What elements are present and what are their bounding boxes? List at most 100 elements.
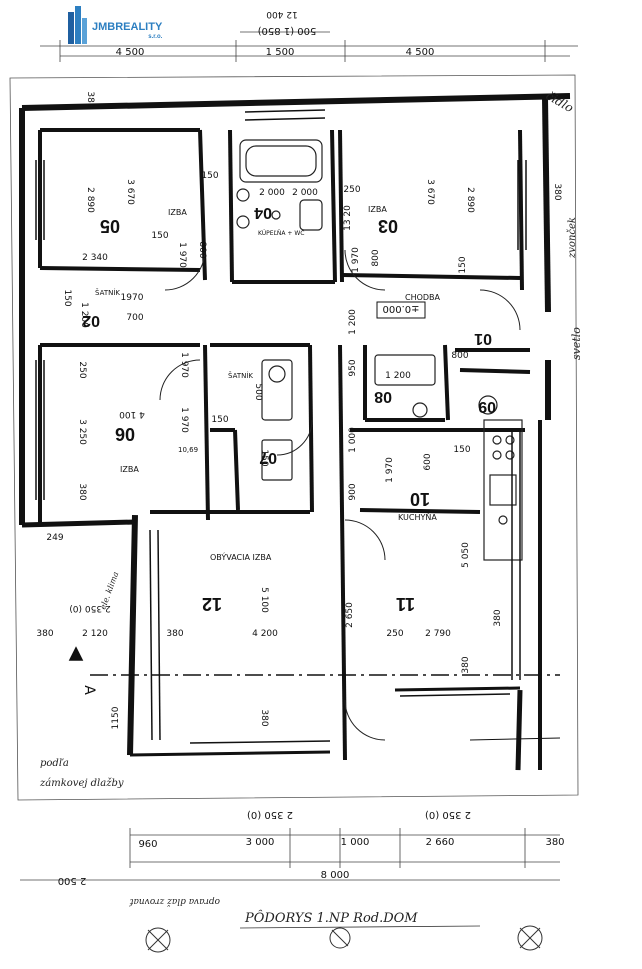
dim-top-left: 4 500	[116, 47, 145, 58]
building-icon	[68, 6, 87, 44]
note-zvonecek: zvonček	[567, 217, 578, 259]
corner-marks	[145, 925, 543, 953]
signature-note: oprava dlaž zrovnať	[129, 896, 220, 907]
door-swings	[159, 249, 521, 741]
dim-150-g: 150	[62, 289, 72, 306]
dim-bottom-e: 1 000	[341, 837, 370, 848]
dim-3670-a: 3 670	[125, 179, 135, 205]
dim-380-b: 380	[552, 183, 562, 200]
dim-1320: 13 20	[343, 205, 353, 231]
room-03-name: IZBA	[368, 205, 387, 214]
dim-380-e: 380	[166, 629, 183, 639]
brand-suffix: s.r.o.	[148, 34, 163, 40]
title-underline	[239, 925, 481, 929]
room-02-id: 02	[82, 312, 100, 329]
dim-380-g: 380	[461, 656, 471, 673]
dim-bottom-g: 380	[545, 837, 564, 848]
dim-150-b: 150	[151, 231, 168, 241]
dim-1970-d: 1 970	[179, 407, 189, 433]
dim-5050: 5 050	[461, 542, 471, 568]
dim-800-a: 800	[197, 241, 207, 258]
dim-1970-b: 1 970	[351, 247, 361, 273]
dim-250-b: 250	[77, 361, 87, 378]
dim-2000-a: 2 000	[259, 188, 285, 198]
room-12-id: 12	[202, 594, 222, 614]
dim-top-right: 4 500	[406, 47, 435, 58]
dim-700: 700	[126, 313, 143, 323]
top-dimensions	[40, 31, 578, 62]
room-01-id: 01	[474, 330, 492, 347]
room-09-id: 09	[478, 398, 496, 415]
dim-1150: 1150	[111, 706, 121, 729]
dim-2890-a: 2 890	[85, 187, 95, 213]
room-03-id: 03	[378, 216, 398, 236]
room-04-name: KÚPEĽŇA + WC	[258, 230, 304, 237]
dim-bottom-total: 8 000	[321, 870, 350, 881]
room-02-name: ŠATNÍK	[95, 288, 120, 297]
windows	[35, 109, 527, 744]
dim-1200-b: 1 200	[348, 309, 358, 335]
room-07-name: ŠATNÍK	[228, 371, 253, 380]
dim-150-f: 150	[453, 445, 470, 455]
note-podla: podľa	[40, 758, 69, 769]
dim-2340: 2 340	[82, 253, 108, 263]
dim-380-h: 380	[259, 709, 269, 726]
room-12-name: OBÝVACIA IZBA	[210, 551, 272, 562]
dim-bottom-left-total: 2 500	[58, 875, 87, 886]
section-line	[68, 646, 560, 676]
brand-logo: JMBREALITY s.r.o.	[66, 6, 162, 46]
dim-150-c: 150	[458, 256, 468, 273]
dim-150-a: 150	[201, 171, 218, 181]
dim-150-d: 150	[211, 415, 228, 425]
dim-top-overall2: 500 (1 850)	[258, 25, 317, 36]
dim-2120: 2 120	[82, 629, 108, 639]
section-label: A	[81, 685, 97, 695]
dim-2000-b: 2 000	[292, 188, 318, 198]
level-box	[376, 301, 426, 319]
room-10-name: KUCHYŇA	[398, 512, 437, 522]
area-10: 10,69	[178, 446, 198, 454]
dim-900: 900	[348, 483, 358, 500]
dim-1970-e: 1 970	[385, 457, 395, 483]
dim-1970-c: 1 970	[179, 352, 189, 378]
room-06-name: IZBA	[120, 465, 139, 474]
dim-250-a: 250	[343, 185, 360, 195]
dim-800-c: 800	[451, 351, 468, 361]
dim-380-a: 380	[85, 91, 95, 108]
room-11-id: 11	[396, 594, 415, 614]
dim-1970-f: 1970	[121, 293, 144, 303]
dim-top-overall: 12 400	[266, 9, 298, 19]
dim-250-c: 250	[386, 629, 403, 639]
dim-2350: 2 350 (0)	[69, 603, 110, 613]
dim-380-d: 380	[36, 629, 53, 639]
dim-2890-b: 2 890	[465, 187, 475, 213]
bathroom-fixtures	[236, 139, 498, 481]
dim-800-b: 800	[371, 249, 381, 266]
dim-1970-a: 1 970	[177, 242, 187, 268]
dim-4200: 4 200	[252, 629, 278, 639]
level-label: ±0.000	[382, 303, 419, 314]
dim-1000: 1 000	[348, 427, 358, 453]
room-07-id: 07	[259, 449, 277, 466]
room-05-name: IZBA	[168, 208, 187, 217]
outer-walls	[19, 93, 571, 771]
dim-950: 950	[348, 359, 358, 376]
dim-bottom-a: 2 350 (0)	[247, 809, 293, 820]
room-04-id: 04	[254, 204, 272, 221]
dim-600: 600	[423, 453, 433, 470]
room-10-id: 10	[410, 489, 430, 509]
dim-bottom-c: 096	[138, 837, 157, 848]
room-08-id: 08	[374, 388, 392, 405]
dim-top-mid: 1 500	[266, 47, 295, 58]
bottom-dimensions	[20, 828, 560, 881]
dim-bottom-d: 3 000	[246, 837, 275, 848]
dim-2650: 2 650	[345, 602, 355, 628]
kitchen-counter	[483, 419, 523, 561]
dim-3250: 3 250	[77, 419, 87, 445]
inner-walls	[38, 128, 531, 761]
room-01-name: CHODBA	[405, 293, 441, 302]
site-border	[9, 74, 579, 801]
dim-380-f: 380	[493, 609, 503, 626]
dim-5100: 5 100	[259, 587, 269, 613]
note-dlazba: zámkovej dlažby	[39, 778, 124, 789]
